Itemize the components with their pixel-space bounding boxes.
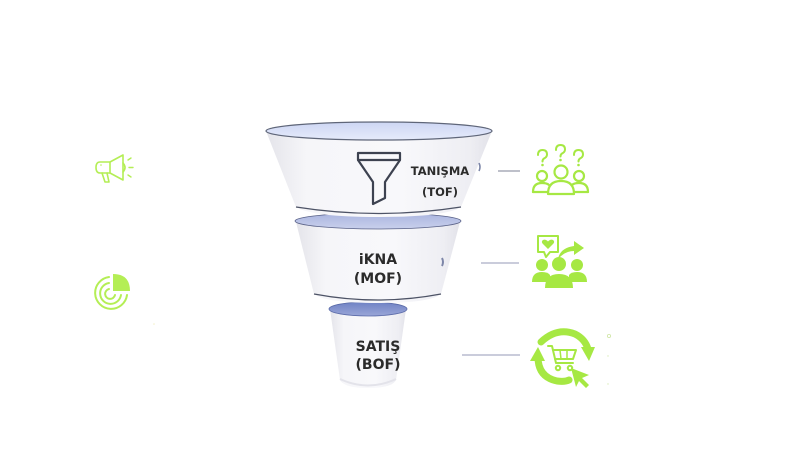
funnel-rim-bof	[328, 301, 408, 317]
funnel-body-tof	[266, 131, 492, 217]
stage-title-tof: TANIŞMA	[411, 164, 469, 178]
funnel-rim-tof	[265, 121, 493, 141]
stage-code-bof: (BOF)	[356, 357, 401, 373]
stage-title-mof: iKNA	[359, 252, 397, 268]
stage-code-tof: (TOF)	[422, 185, 458, 199]
questioning-people-icon	[531, 144, 590, 196]
stage-title-bof: SATIŞ	[356, 339, 401, 355]
funnel-icon	[356, 151, 402, 206]
funnel-tof-bottom-edge	[295, 206, 462, 215]
funnel-section-mof	[294, 212, 462, 303]
engaged-audience-share-icon	[532, 235, 587, 288]
cart-cycle-icon	[530, 328, 595, 388]
decorative-dot	[607, 355, 609, 357]
funnel-section-tof	[265, 121, 493, 217]
funnel-tof-highlight	[478, 162, 481, 172]
megaphone-icon	[95, 154, 134, 183]
decorative-dot	[153, 323, 155, 325]
funnel-body-bof	[330, 309, 406, 388]
stage-code-mof: (MOF)	[354, 271, 402, 287]
funnel-mof-highlight	[441, 257, 444, 267]
funnel-body-mof	[296, 222, 460, 303]
target-pie-icon	[94, 274, 130, 310]
funnel-bottom-shadow	[339, 378, 397, 387]
decorative-dot	[607, 383, 609, 385]
funnel: TANIŞMA (TOF) iKNA (MOF) SATIŞ (BOF)	[265, 121, 493, 388]
decorative-dot	[607, 333, 612, 338]
funnel-mof-bottom-edge	[313, 293, 442, 301]
